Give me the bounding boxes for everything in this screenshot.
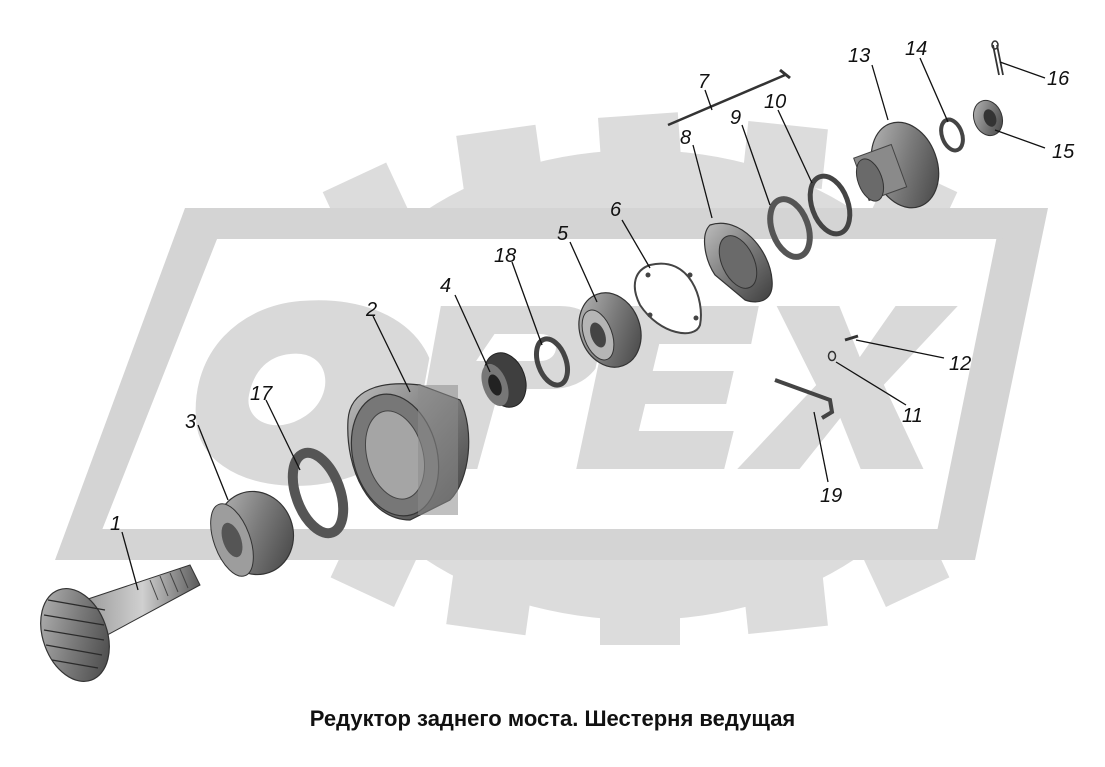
callout-10: 10 bbox=[764, 91, 786, 113]
seal-ring-9 bbox=[767, 196, 813, 260]
callout-5: 5 bbox=[557, 223, 569, 245]
callout-19: 19 bbox=[820, 485, 842, 507]
callout-14: 14 bbox=[905, 38, 927, 60]
callout-2: 2 bbox=[365, 299, 377, 321]
lock-plate-19 bbox=[774, 378, 835, 420]
nut-15 bbox=[972, 99, 1004, 137]
callout-9: 9 bbox=[730, 107, 741, 129]
callout-4: 4 bbox=[440, 275, 451, 297]
callout-12: 12 bbox=[949, 353, 971, 375]
spacer-sleeve-4 bbox=[481, 352, 527, 408]
callout-18: 18 bbox=[494, 245, 516, 267]
callout-11: 11 bbox=[902, 405, 923, 427]
callout-8: 8 bbox=[680, 127, 691, 149]
flange-13 bbox=[853, 121, 940, 209]
bolt-12 bbox=[844, 334, 859, 342]
callout-13: 13 bbox=[848, 45, 870, 67]
leader-lines bbox=[121, 57, 1046, 591]
bolt-7 bbox=[667, 68, 791, 127]
callout-15: 15 bbox=[1052, 141, 1075, 163]
callout-1: 1 bbox=[110, 513, 121, 535]
drive-pinion-gear bbox=[40, 564, 201, 683]
bearing-housing bbox=[347, 383, 470, 521]
washer-14 bbox=[939, 117, 965, 153]
callout-3: 3 bbox=[185, 411, 196, 433]
callout-labels: 1 2 3 4 5 6 7 8 9 10 11 12 13 14 15 16 1… bbox=[110, 38, 1075, 535]
gasket-6 bbox=[633, 262, 702, 335]
seal-cover-8 bbox=[703, 222, 773, 303]
callout-16: 16 bbox=[1047, 68, 1070, 90]
ring-18 bbox=[533, 336, 571, 388]
callout-6: 6 bbox=[610, 199, 622, 221]
bearing-3 bbox=[210, 490, 295, 577]
seal-ring-10 bbox=[807, 173, 853, 237]
diagram-caption: Редуктор заднего моста. Шестерня ведущая bbox=[309, 706, 796, 731]
washer-11 bbox=[827, 350, 837, 362]
callout-7: 7 bbox=[698, 71, 710, 93]
shim-ring-17 bbox=[287, 447, 349, 539]
callout-17: 17 bbox=[250, 383, 273, 405]
cotter-pin-16 bbox=[991, 40, 1004, 76]
bearing-5 bbox=[578, 292, 642, 368]
